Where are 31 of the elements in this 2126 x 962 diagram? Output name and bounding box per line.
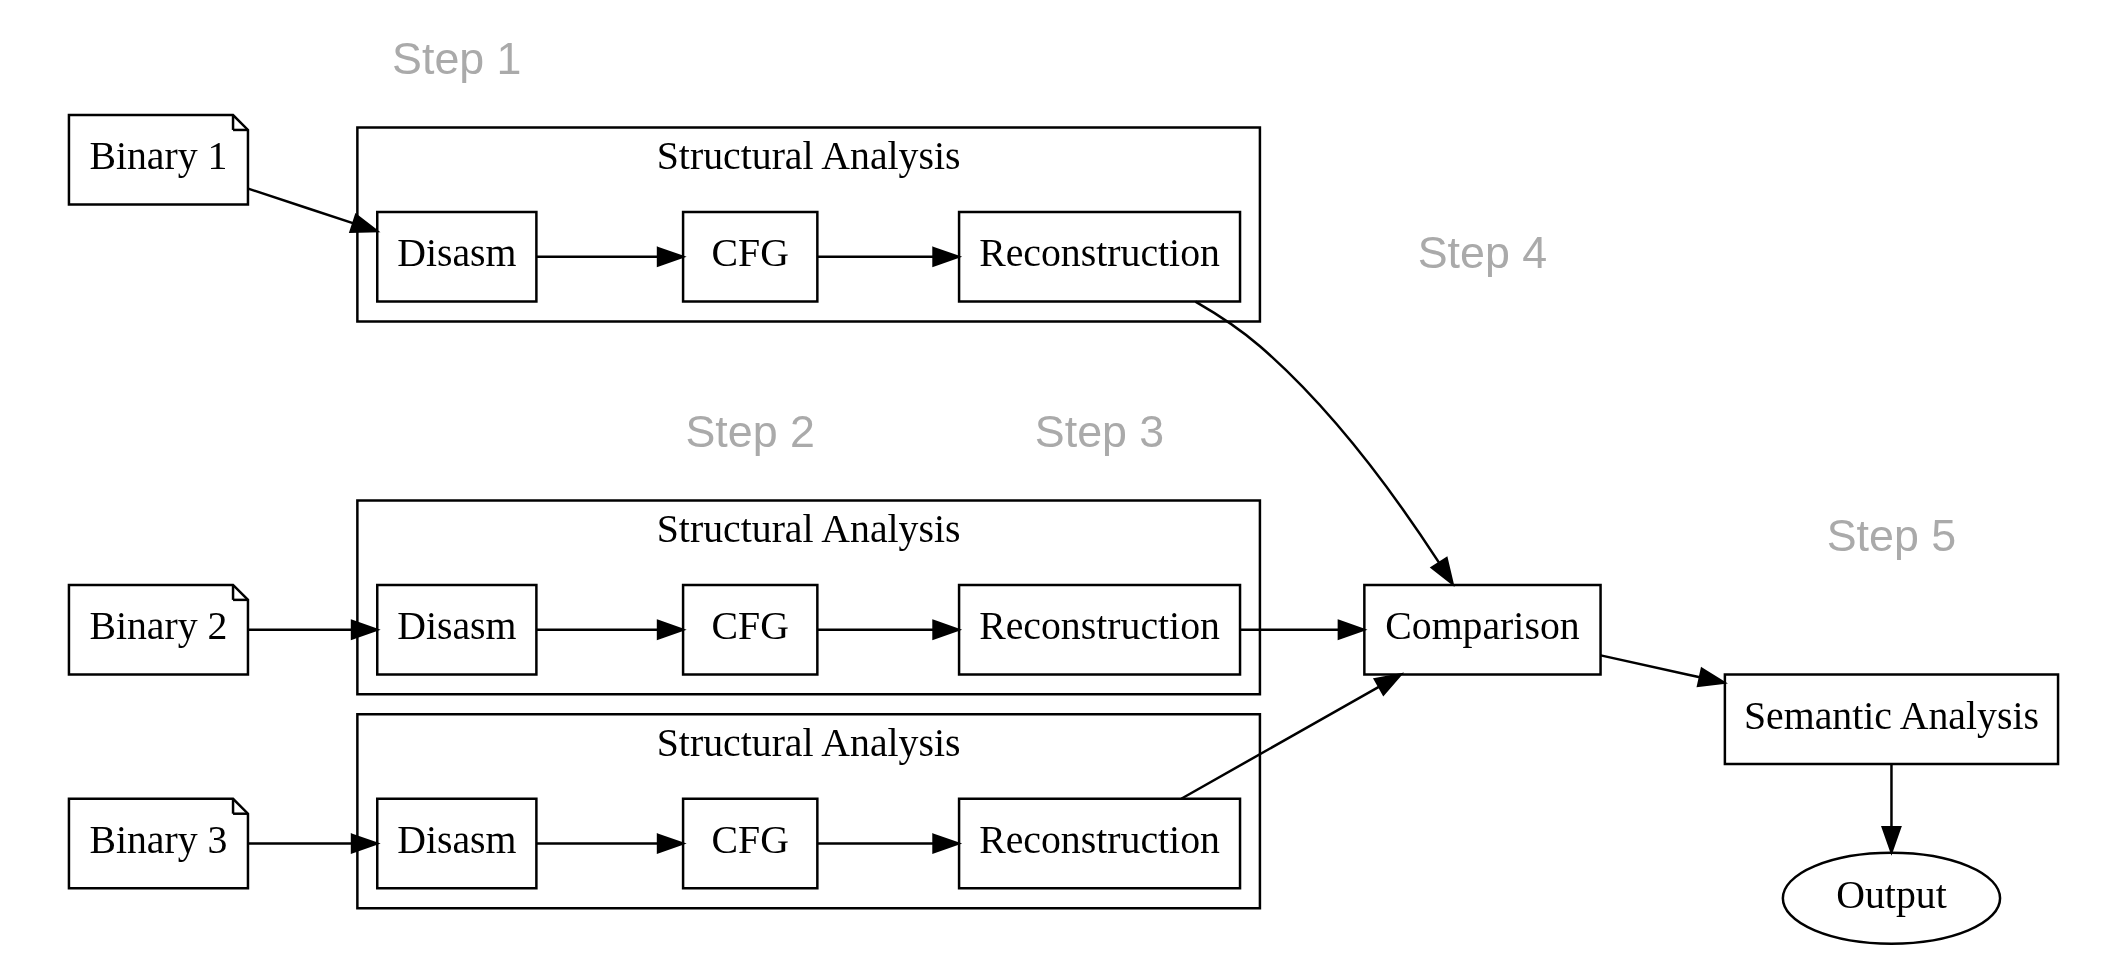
label: Step 2 [685, 405, 815, 456]
arrow [536, 619, 687, 641]
node-box: CFG [681, 210, 819, 303]
label: Step 5 [1826, 510, 1956, 561]
arrow [1240, 619, 1368, 641]
arrow [1180, 672, 1404, 800]
node-box: Reconstruction [957, 210, 1241, 303]
node-box: Disasm [375, 210, 538, 303]
label: Step 3 [1034, 405, 1164, 456]
arrow [1194, 300, 1455, 588]
node-box: CFG [681, 797, 819, 890]
label: Step 4 [1417, 226, 1547, 277]
arrow [247, 619, 381, 641]
arrow [536, 833, 687, 854]
node-box: Comparison [1362, 583, 1602, 676]
arrow [1880, 764, 1902, 856]
node-box: Reconstruction [957, 797, 1241, 890]
label: Step 1 [391, 32, 522, 83]
node-ellipse: Output [1781, 851, 2001, 945]
node-box: Semantic Analysis [1723, 673, 2059, 766]
arrow [536, 246, 687, 268]
arrow [247, 187, 380, 233]
arrow [816, 246, 962, 268]
node-box: Reconstruction [957, 583, 1241, 676]
node-box: Disasm [375, 797, 538, 890]
arrow [247, 833, 381, 854]
arrow [1599, 654, 1728, 688]
node-box: CFG [681, 583, 819, 676]
arrow [816, 619, 962, 641]
arrow [816, 833, 962, 854]
node-box: Disasm [375, 583, 538, 676]
